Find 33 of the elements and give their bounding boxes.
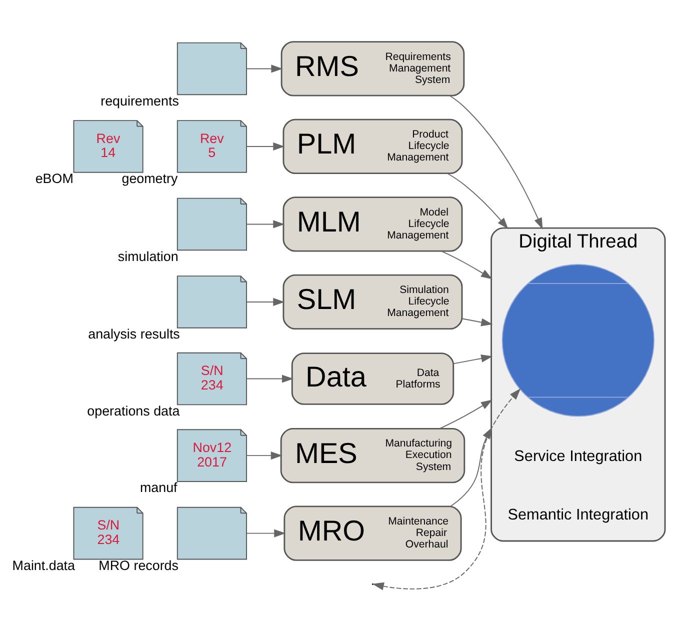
arrow bbox=[439, 400, 493, 430]
node-label: simulation bbox=[118, 248, 178, 264]
arrow bbox=[246, 298, 285, 306]
node-box: SLM Simulation Lifecycle Management bbox=[282, 274, 463, 330]
arrow bbox=[447, 173, 508, 230]
arrow bbox=[449, 95, 543, 230]
node-box: Data Data Platforms bbox=[291, 352, 454, 405]
arrow bbox=[462, 318, 493, 326]
picture bbox=[502, 264, 654, 417]
label: Semantic Integration bbox=[508, 506, 649, 524]
arrow bbox=[246, 220, 285, 228]
arrow bbox=[246, 64, 283, 73]
node-label: geometry bbox=[122, 171, 178, 186]
arrow bbox=[453, 354, 493, 364]
label: Service Integration bbox=[514, 448, 642, 466]
arrow bbox=[246, 529, 286, 538]
arrow bbox=[441, 250, 493, 280]
arrow bbox=[246, 374, 294, 383]
arrow bbox=[246, 142, 285, 150]
node-label: operations data bbox=[87, 403, 180, 418]
arrow bbox=[372, 388, 521, 590]
node-box: MES Manufacturing Execution System bbox=[280, 428, 466, 484]
arrow bbox=[246, 452, 282, 460]
node-label: eBOM bbox=[35, 171, 74, 186]
node-box: PLM Product Lifecycle Management bbox=[282, 118, 463, 174]
node-label: requirements bbox=[100, 93, 179, 108]
node-box: MLM Model Lifecycle Management bbox=[282, 196, 463, 252]
node-box: MRO Maintenance Repair Overhaul bbox=[284, 506, 462, 561]
node-label: manuf bbox=[140, 480, 178, 496]
node-label: MRO records bbox=[98, 558, 179, 573]
node-label: Maint.data bbox=[12, 558, 75, 573]
node-label: analysis results bbox=[88, 326, 180, 342]
node-box: RMS Requirements Management System bbox=[280, 41, 465, 96]
